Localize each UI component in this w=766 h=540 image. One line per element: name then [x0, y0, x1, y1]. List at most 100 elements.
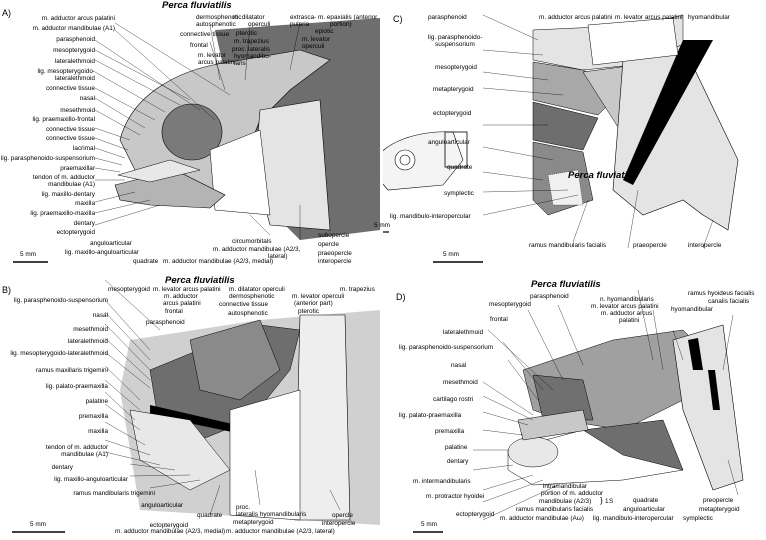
label: quadrate [633, 497, 659, 504]
label: interopercle [688, 242, 722, 249]
panel-a-orbit [161, 103, 223, 161]
label: hyomandibu- [234, 53, 271, 60]
label: anguloarticular [90, 240, 132, 247]
label: palatini [619, 317, 640, 324]
label: preopercle [703, 497, 734, 504]
bracket-mark: } [600, 496, 603, 505]
label: mandibulae (A1) [48, 181, 95, 188]
label: portion) [330, 21, 352, 28]
panel-c-letter: C) [393, 14, 403, 24]
label: m. levator [302, 36, 331, 43]
label: maxilla [88, 428, 108, 435]
label: ectopterygoid [456, 511, 495, 518]
panel-b-cheek [229, 389, 301, 521]
label: ramus mandibularis trigemini [73, 490, 155, 497]
panel-d: D) Perca fluviatilis 5 mm mesopterygoid … [383, 270, 766, 540]
label: m. dilatator operculi [229, 286, 285, 293]
label: lig. mesopterygoido-lateralethmoid [10, 350, 108, 357]
label: m. levator [198, 52, 227, 59]
panel-d-dentary [507, 436, 559, 468]
panel-b-opercle [294, 314, 351, 521]
panel-d-leader-lines [472, 289, 739, 521]
label: metapterygoid [233, 519, 274, 526]
label: anguloarticular [428, 139, 470, 146]
label: connective tissue [45, 126, 95, 133]
label: mesopterygoid [489, 301, 531, 308]
label: arcus palatini [198, 59, 236, 66]
label: m. levator operculi [292, 293, 345, 300]
label: lateralethmoid [67, 338, 108, 345]
label: lig. mandibulo-interopercular [390, 213, 471, 220]
label: lateral) [268, 253, 288, 260]
label: quadrate [447, 164, 473, 171]
bracket-s: S [609, 498, 614, 505]
label: m. epaxialis (anterior [318, 14, 378, 21]
label: lig. parasphenoido-suspensorium [13, 297, 108, 304]
label: m. adductor mandibulae (A2/3, [213, 246, 301, 253]
panel-b: B) Perca fluviatilis 5 mm lig. parasphen… [0, 270, 383, 540]
label: praeopercle [633, 242, 667, 249]
label: mesopterygoid [53, 47, 95, 54]
panel-a-title: Perca fluviatilis [162, 0, 232, 11]
label: anguloarticular [623, 506, 665, 513]
panel-b-scale-label: 5 mm [30, 521, 46, 528]
panel-d-drawing [413, 289, 744, 533]
panel-c-symplectic [547, 169, 584, 206]
label: opercle [318, 241, 339, 248]
label: m. adductor [164, 293, 198, 300]
label: n. hyomandibularis [600, 296, 654, 303]
panel-a-drawing [13, 18, 380, 263]
label: m. intermandibularis [413, 478, 471, 485]
panel-a-leader-lines [94, 21, 301, 240]
label: quadrate [133, 258, 159, 265]
label: connective tissue [45, 85, 95, 92]
panel-d-black-nerve [708, 370, 720, 410]
label: lateralethmoid [443, 329, 484, 336]
panel-b-letter: B) [2, 285, 11, 295]
label: opercle [332, 512, 353, 519]
label: lig. mandibulo-interopercular [593, 515, 674, 522]
panel-d-jaw-dark [582, 419, 684, 471]
label: quadrate [197, 512, 223, 519]
label: premaxilla [435, 428, 465, 435]
label: cartilago rostri [433, 396, 474, 403]
panel-c-hyomandibular [623, 40, 713, 185]
label: anguloarticular [141, 502, 183, 509]
label: mesethmoid [443, 379, 478, 386]
panel-d-hyomandibular-dark [688, 338, 703, 370]
label: autosphenotic [228, 310, 268, 317]
label: nasal [92, 312, 108, 319]
label: ramus mandibularis facialis [516, 506, 594, 513]
panel-d-hyomandibular [672, 324, 744, 491]
label: suboperclе [318, 232, 350, 239]
label: m. adductor mandibulae (A2/3, lateral) [226, 528, 335, 535]
label: interopercle [322, 520, 356, 527]
label: palatine [85, 398, 108, 405]
label: ramus hyoideus facialis [688, 290, 755, 297]
panel-d-premaxilla [517, 409, 589, 441]
label: ramus mandibularis facialis [529, 242, 607, 249]
label: ectopterygoid [56, 229, 95, 236]
label: connective tissue [219, 301, 269, 308]
label: hyomandibular [688, 14, 730, 21]
label: mesethmoid [73, 326, 108, 333]
panel-c-title: Perca fluviatilis [568, 170, 638, 181]
label: nasal [451, 362, 467, 369]
label: frontal [490, 316, 508, 323]
label: mandibulae (A1) [61, 451, 108, 458]
label: interopercle [318, 258, 352, 265]
label: lig. palato-praemaxilla [45, 383, 108, 390]
label: lig. palato-praemaxilla [399, 412, 462, 419]
label: lateralethmoid [54, 58, 95, 65]
label: m. levator arcus palatini [591, 303, 659, 310]
label: operculi [248, 21, 271, 28]
label: mesopterygoid [108, 286, 150, 293]
label: lig. mesopterygoido- [37, 68, 95, 75]
label: metapterygoid [433, 86, 474, 93]
label: suspensorium [435, 41, 475, 48]
panel-d-title: Perca fluviatilis [531, 279, 601, 290]
label: m. adductor arcus palatini [41, 15, 115, 22]
label: connective tissue [180, 31, 230, 38]
label: frontal [165, 308, 183, 315]
label: lig. maxillo-dentary [41, 191, 95, 198]
